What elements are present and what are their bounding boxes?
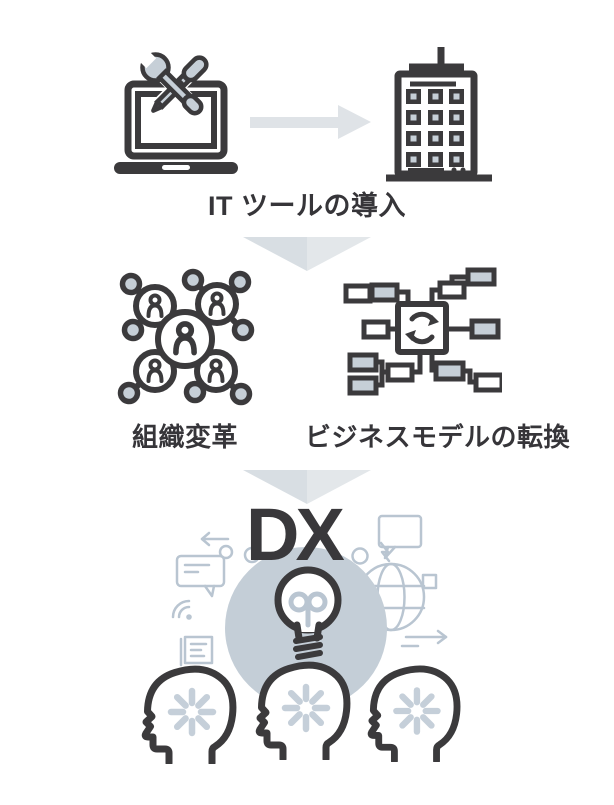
lightning-icon (379, 541, 391, 563)
document-icon (179, 635, 214, 667)
organization-network-icon (117, 268, 255, 406)
wifi-icon (171, 599, 192, 620)
head-profile-icon (254, 656, 352, 760)
head-profile-icon (140, 660, 238, 764)
step1-label: IT ツールの導入 (208, 191, 406, 221)
chevron-down-icon (243, 237, 371, 271)
lightbulb-icon (274, 566, 342, 660)
arrow-right-icon (250, 105, 371, 139)
step2-label-organization: 組織変革 (131, 422, 238, 452)
step2-label-business-model: ビジネスモデルの転換 (304, 422, 570, 452)
laptop-tools-icon (114, 49, 238, 174)
refresh-icon (405, 311, 439, 345)
right-arrow-icon (400, 629, 448, 648)
chat-bubble-icon (175, 554, 226, 598)
circle-bubble-icon (218, 544, 369, 565)
dx-title: DX (246, 493, 345, 576)
square-icon (421, 573, 438, 590)
left-arrow-icon (200, 531, 230, 547)
building-icon (386, 47, 492, 182)
head-profile-icon (366, 660, 462, 762)
business-model-icon (343, 267, 502, 396)
chevron-down-icon (243, 470, 371, 504)
